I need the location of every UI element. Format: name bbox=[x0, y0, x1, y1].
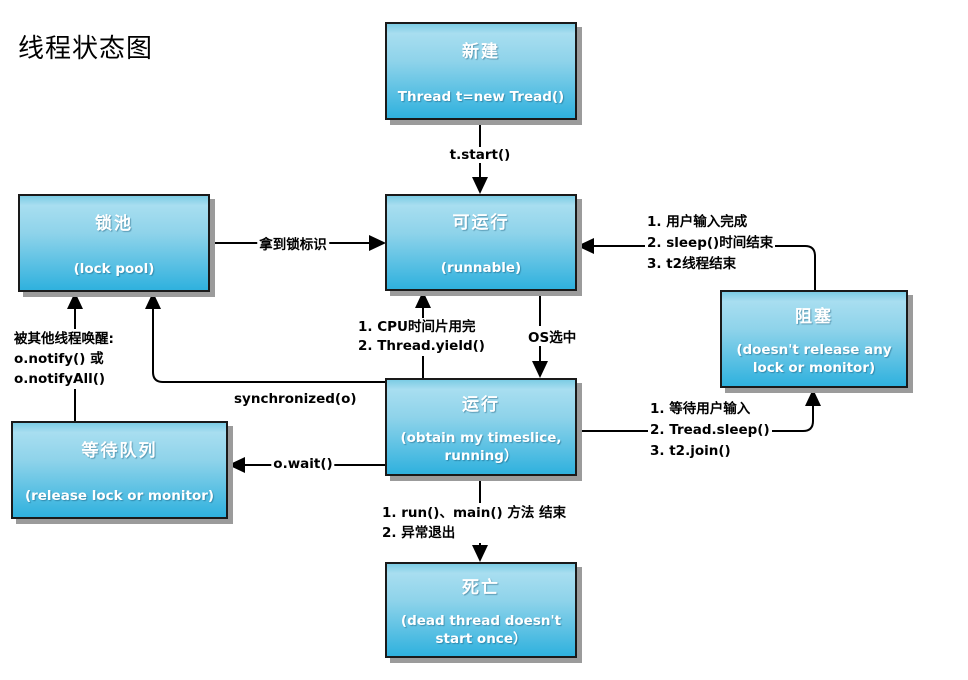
state-box-running: 运行 (obtain my timeslice, running） bbox=[385, 378, 577, 476]
state-box-title: 等待队列 bbox=[81, 440, 158, 461]
edge-label-line: 2. Thread.yield() bbox=[358, 338, 485, 354]
edge-label-line: 1. run()、main() 方法 结束 bbox=[382, 505, 567, 521]
edge-label-line: 1. CPU时间片用完 bbox=[358, 319, 476, 335]
state-box-title: 阻塞 bbox=[795, 306, 833, 327]
edge-label-line: 1. 用户输入完成 bbox=[647, 214, 748, 230]
arrowhead-up-lockpool-sync bbox=[145, 292, 161, 309]
arrowhead-left-waitqueue bbox=[228, 457, 245, 473]
edge-label-line: 3. t2线程结束 bbox=[647, 256, 737, 272]
edge-label-line: 1. 等待用户输入 bbox=[650, 401, 751, 417]
state-box-subtitle: (runnable) bbox=[440, 260, 522, 276]
edge-label-o-wait: o.wait() bbox=[271, 456, 335, 472]
arrowhead-right-runnable bbox=[369, 235, 386, 251]
connector-blocked-to-runnable bbox=[592, 245, 816, 290]
arrowhead-down-runnable bbox=[472, 177, 488, 194]
arrowhead-down-running bbox=[532, 361, 548, 378]
state-box-subtitle: (lock pool) bbox=[73, 260, 155, 277]
edge-label-line: 被其他线程唤醒: bbox=[14, 331, 114, 347]
edge-label-line: 2. Tread.sleep() bbox=[650, 422, 770, 438]
state-box-title: 运行 bbox=[462, 394, 500, 415]
state-box-title: 新建 bbox=[462, 41, 500, 62]
edge-label-wakeup: 被其他线程唤醒: o.notify() 或 o.notifyAll() bbox=[12, 329, 116, 389]
edge-label-os-select: OS选中 bbox=[526, 326, 579, 346]
edge-label-line: 2. 异常退出 bbox=[382, 525, 456, 541]
state-box-new: 新建 Thread t=new Tread() bbox=[385, 22, 577, 120]
arrowhead-up-lockpool-wakeup bbox=[67, 292, 83, 309]
arrowhead-left-runnable bbox=[577, 238, 594, 254]
edge-label-t-start: t.start() bbox=[447, 147, 513, 163]
state-box-blocked: 阻塞 (doesn't release any lock or monitor) bbox=[720, 290, 908, 388]
edge-label-running-to-dead: 1. run()、main() 方法 结束 2. 异常退出 bbox=[380, 503, 569, 543]
connector-running-to-blocked bbox=[577, 404, 814, 432]
edge-label-yield: 1. CPU时间片用完 2. Thread.yield() bbox=[356, 318, 487, 356]
edge-label-line: o.notifyAll() bbox=[14, 371, 106, 387]
state-box-subtitle: Thread t=new Tread() bbox=[397, 88, 565, 105]
edge-label-line: 2. sleep()时间结束 bbox=[647, 235, 774, 251]
state-box-lock-pool: 锁池 (lock pool) bbox=[18, 194, 210, 292]
state-box-wait-queue: 等待队列 (release lock or monitor) bbox=[11, 421, 228, 519]
edge-label-synchronized: synchronized(o) bbox=[232, 391, 359, 407]
state-box-title: 可运行 bbox=[452, 213, 510, 233]
edge-label-line: o.notify() 或 bbox=[14, 351, 104, 367]
edge-label-blocked-to-runnable: 1. 用户输入完成 2. sleep()时间结束 3. t2线程结束 bbox=[645, 212, 776, 275]
state-box-runnable: 可运行 (runnable) bbox=[385, 194, 577, 291]
edge-label-line: 3. t2.join() bbox=[650, 443, 731, 459]
state-box-dead: 死亡 (dead thread doesn't start once） bbox=[385, 562, 577, 658]
arrowhead-up-blocked bbox=[805, 389, 821, 406]
state-box-subtitle: (obtain my timeslice, running） bbox=[400, 429, 562, 464]
edge-label-running-to-blocked: 1. 等待用户输入 2. Tread.sleep() 3. t2.join() bbox=[648, 399, 772, 462]
state-box-title: 锁池 bbox=[95, 213, 133, 234]
state-box-title: 死亡 bbox=[462, 577, 500, 598]
arrowhead-up-runnable bbox=[415, 291, 431, 308]
page-title: 线程状态图 bbox=[18, 34, 154, 64]
state-box-subtitle: (doesn't release any lock or monitor) bbox=[736, 341, 892, 376]
state-box-subtitle: (release lock or monitor) bbox=[24, 487, 215, 504]
arrowhead-down-dead bbox=[472, 545, 488, 562]
state-box-subtitle: (dead thread doesn't start once） bbox=[400, 612, 562, 647]
connector-synchronized bbox=[152, 307, 385, 383]
edge-label-got-lock: 拿到锁标识 bbox=[257, 233, 329, 253]
